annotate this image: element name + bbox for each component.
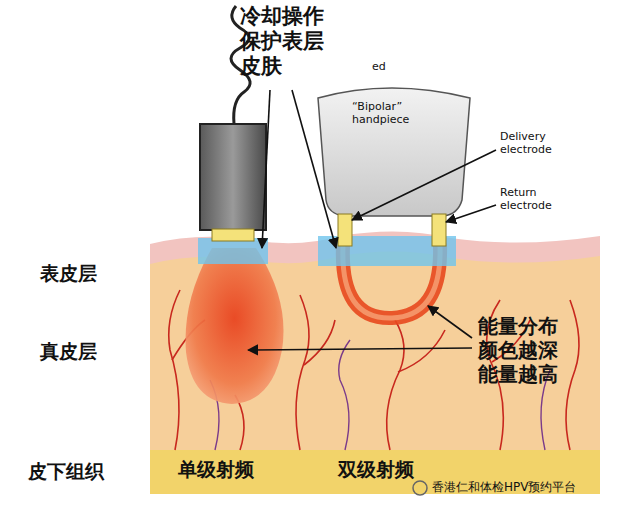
handpiece-label: “Bipolar” handpiece	[352, 100, 436, 126]
layer-label: 皮下组织	[28, 460, 104, 483]
mode-label: 单级射频	[178, 458, 254, 481]
part-label: Delivery electrode	[500, 130, 580, 156]
bipolar-handpiece	[318, 88, 470, 216]
electrode-tip	[212, 229, 254, 241]
cropped-text: ed	[372, 60, 386, 73]
mode-label: 双级射频	[338, 458, 414, 481]
energy-note: 能量分布 颜色越深 能量越高	[478, 314, 566, 386]
cooling-zone	[198, 238, 268, 264]
part-label: Return electrode	[500, 186, 570, 212]
leader-lines	[248, 90, 496, 350]
monopolar-handpiece	[200, 124, 266, 230]
subcutaneous-fat	[150, 450, 600, 494]
watermark-icon	[413, 481, 427, 495]
watermark: 香港仁和体检HPV预约平台	[432, 480, 576, 494]
layer-label: 真皮层	[40, 340, 97, 363]
electrode	[432, 214, 446, 246]
cooling-note: 冷却操作 保护表层 皮肤	[240, 4, 332, 80]
electrode	[338, 214, 352, 246]
monopolar-heat-zone	[186, 248, 284, 404]
layer-label: 表皮层	[40, 262, 97, 285]
